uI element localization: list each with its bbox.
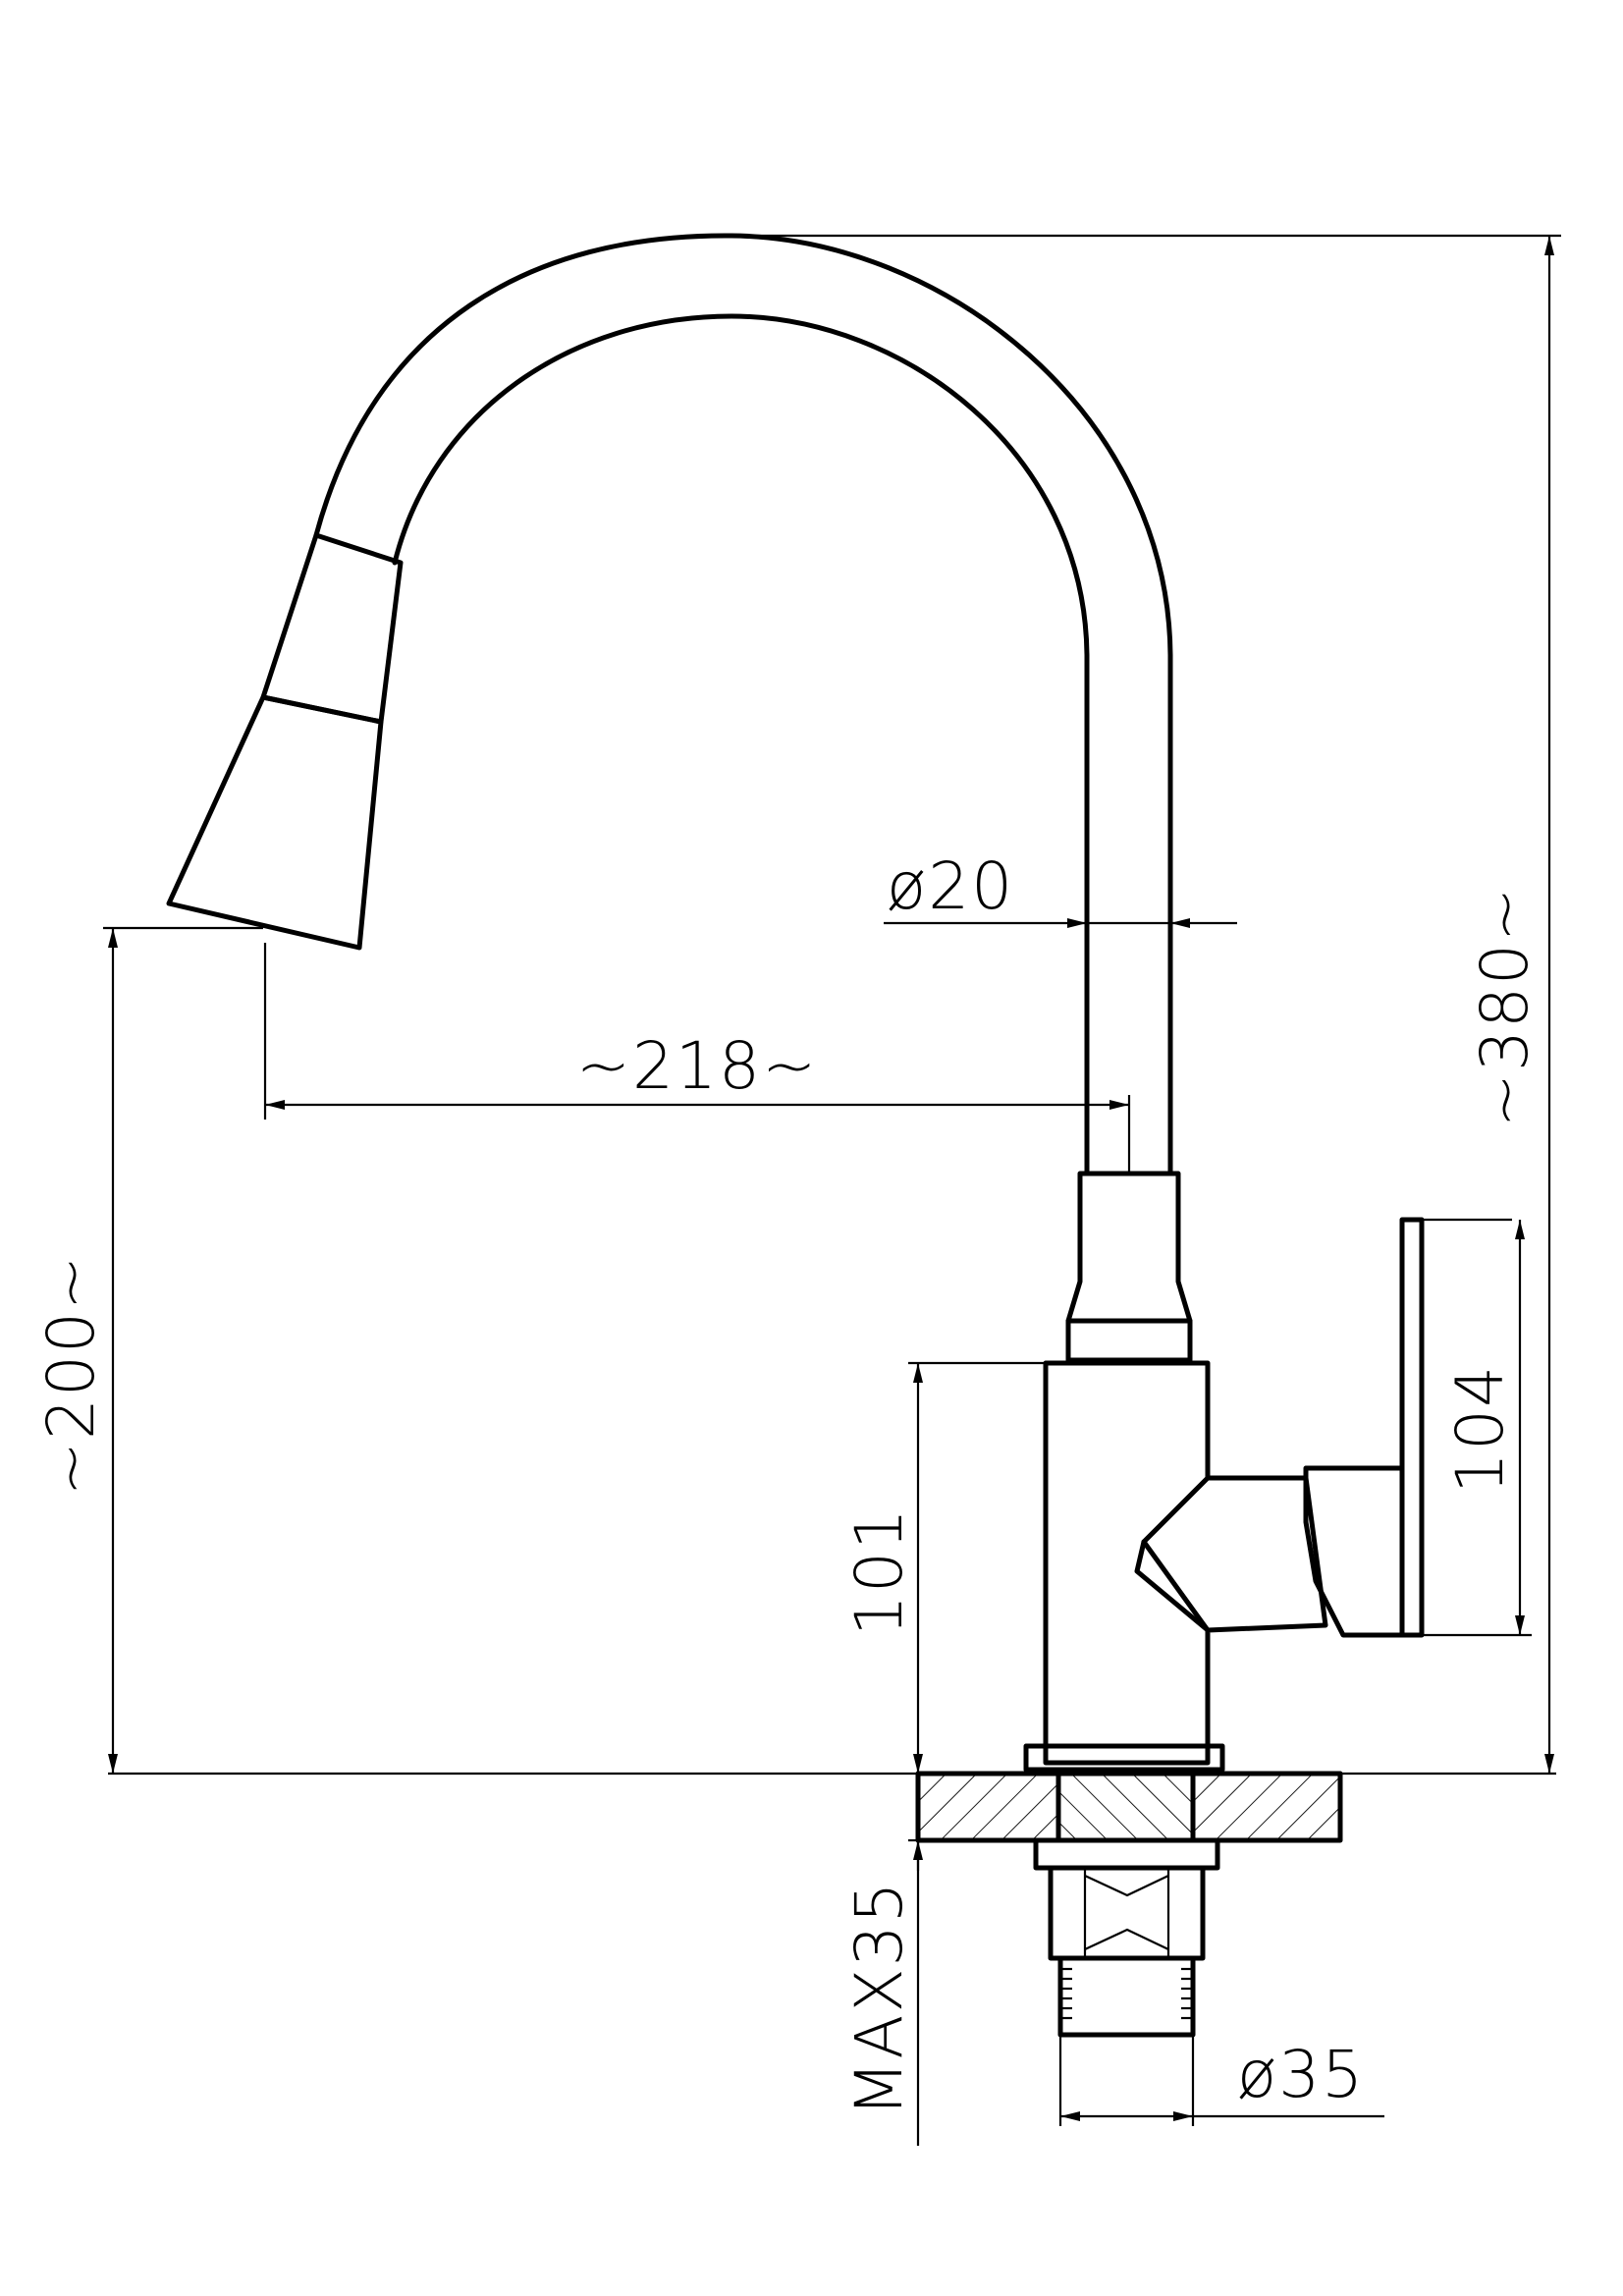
mounting-shank [1033, 1837, 1220, 2038]
hole-diameter-label: ø35 [1237, 2037, 1365, 2112]
hole-diameter-dimension: ø35 [1058, 2035, 1384, 2126]
tube-diameter-label: ø20 [887, 848, 1014, 924]
countertop-thickness-label: MAX35 [841, 1880, 917, 2116]
base-flange [1023, 1743, 1225, 1773]
tube-diameter-dimension: ø20 [884, 848, 1237, 928]
spray-head [166, 532, 404, 951]
faucet-body [1043, 1360, 1328, 1766]
handle-height-label: 104 [1442, 1364, 1518, 1494]
body-height-dimension: 101 [841, 1361, 1046, 1774]
overall-height-label: ~380~ [1467, 886, 1542, 1128]
spout-height-label: ~200~ [33, 1254, 109, 1497]
countertop-thickness-dimension: MAX35 [841, 1774, 923, 2146]
countertop-section [915, 1771, 1343, 1843]
body-height-label: 101 [841, 1506, 917, 1636]
spout-height-dimension: ~200~ [33, 926, 263, 1774]
thread-marks [1062, 1967, 1191, 2020]
spout-reach-dimension: ~218~ [263, 943, 1131, 1174]
overall-height-dimension: ~380~ [731, 234, 1561, 1774]
spout-reach-label: ~218~ [576, 1028, 819, 1104]
handle-height-dimension: 104 [1422, 1220, 1532, 1637]
spout-collar [1065, 1171, 1193, 1363]
